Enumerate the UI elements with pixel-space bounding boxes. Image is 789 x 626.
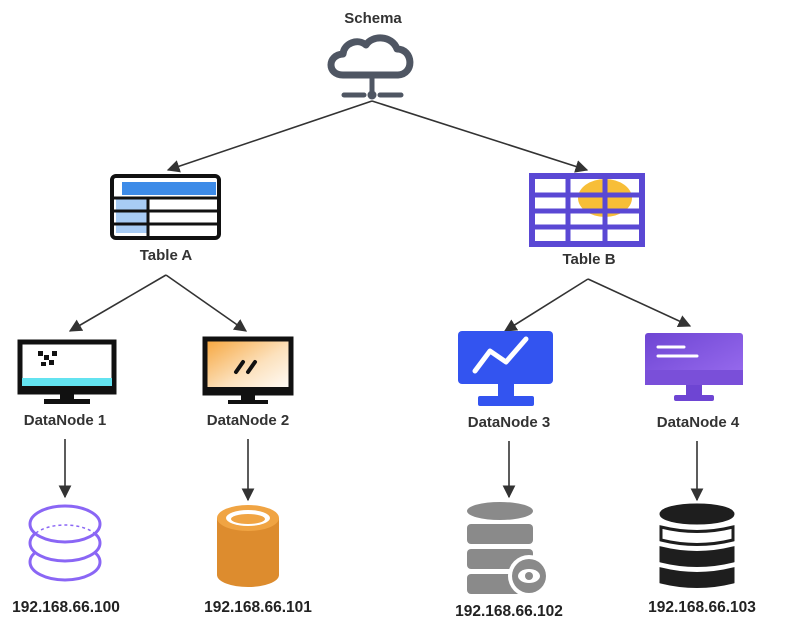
table-a-label: Table A [139,247,193,264]
arrow-table-a-to-datanode-1 [68,274,167,332]
arrow-table-b-to-datanode-3 [503,278,589,332]
monitor-icon [17,339,117,404]
database-cylinder-icon [217,505,279,587]
monitor-chart-icon [458,331,553,406]
datanode-2-label: DataNode 2 [206,412,290,429]
cloud-network-icon [327,34,414,100]
schema-label: Schema [344,10,402,27]
database-outline-icon [28,504,102,582]
monitor-icon [645,333,743,401]
ip-address-label: 192.168.66.102 [455,603,563,620]
arrow-schema-to-table-a [166,100,373,173]
ip-address-label: 192.168.66.101 [204,599,312,616]
datanode-1-label: DataNode 1 [23,412,107,429]
database-stack-icon [659,503,735,588]
arrow-table-b-to-datanode-4 [587,278,692,327]
connectors [58,100,704,502]
table-icon [110,174,221,240]
datanode-4-label: DataNode 4 [656,414,740,431]
arrow-table-a-to-datanode-2 [165,274,248,332]
monitor-icon [202,336,294,404]
ip-address-label: 192.168.66.100 [12,599,120,616]
datanode-3-label: DataNode 3 [467,414,551,431]
table-icon [529,173,645,247]
arrow-schema-to-table-b [371,100,589,173]
database-view-icon [467,502,550,597]
ip-address-label: 192.168.66.103 [648,599,756,616]
table-b-label: Table B [562,251,616,268]
